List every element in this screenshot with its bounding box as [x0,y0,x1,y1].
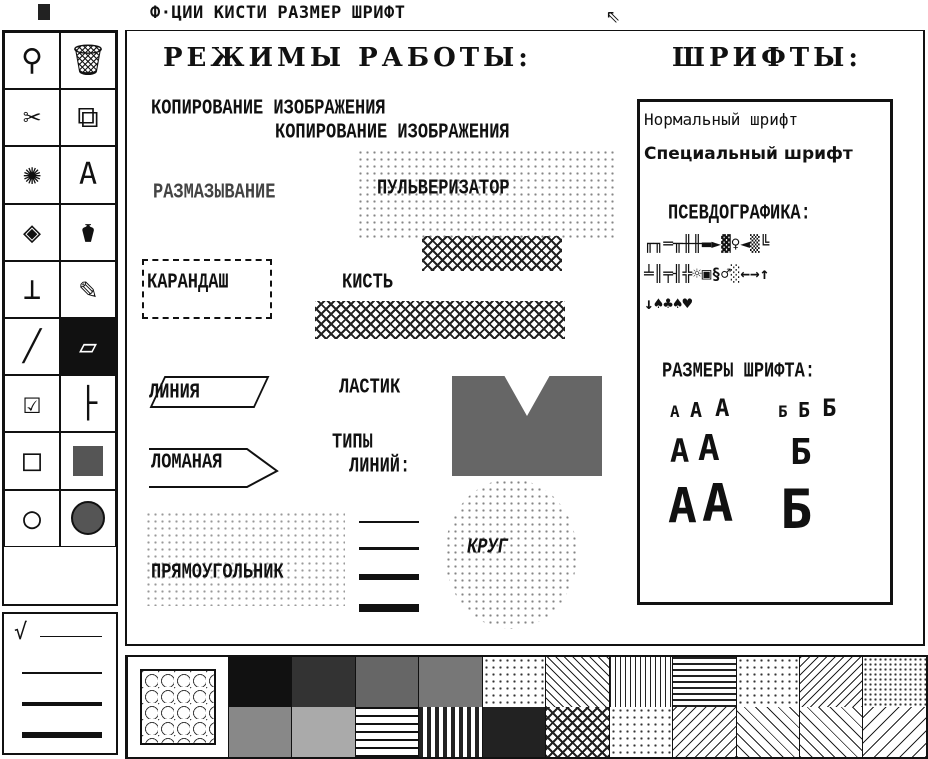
menu-bar: Ф·ЦИИ КИСТИ РАЗМЕР ШРИФТ ⇖ [0,0,928,28]
pencil-sample [142,259,272,319]
polyline-text: ЛОМАНАЯ [151,451,223,475]
polygon-icon[interactable]: ☑ [4,375,60,433]
pattern-column[interactable] [799,657,863,757]
line-width-2[interactable] [22,672,102,674]
pseudographics-row-2: ╧║╤╢╬☼▣§♂░←→↑ [644,264,770,283]
special-font-sample: Специальный шрифт [644,144,853,164]
text-tool-icon[interactable]: A [60,146,116,204]
menu-brushes[interactable]: КИСТИ [213,3,268,23]
pattern-column[interactable] [481,657,546,757]
menu-font[interactable]: ШРИФТ [351,3,406,23]
pattern-column[interactable] [227,657,292,757]
size-a-xl-1: А [670,432,690,470]
smudge-text: РАЗМАЗЫВАНИЕ [153,181,276,205]
size-b-medium: Б [798,398,811,422]
menu-size[interactable]: РАЗМЕР [277,3,342,23]
polyline-sample [149,448,279,488]
line-type-3 [359,574,419,580]
stamp-icon[interactable]: ⊥ [4,260,60,318]
size-a-large: А [715,394,730,422]
spray-icon[interactable]: ✺ [4,146,60,204]
drawing-canvas[interactable]: РЕЖИМЫ РАБОТЫ: ШРИФТЫ: КОПИРОВАНИЕ ИЗОБР… [125,30,925,646]
filled-circle-icon[interactable] [60,489,116,547]
size-b-small: Б [778,402,788,421]
fonts-title: ШРИФТЫ: [672,43,862,73]
rectangle-sample [145,511,345,606]
size-b-xxl: Б [780,478,813,541]
brush-text: КИСТЬ [342,271,394,295]
tool-palette: ⚲ 🗑 ✂ ⧉ ✺ A ◈ ⚱ ⊥ ✎ ╱ ▱ ☑ ├ □ ○ [2,30,118,606]
spray-text: ПУЛЬВЕРИЗАТОР [377,177,510,201]
pattern-palette [125,655,928,759]
pattern-column[interactable] [862,657,926,757]
line-type-4 [359,604,419,612]
menu-functions[interactable]: Ф·ЦИИ [150,3,204,23]
spray-sample [357,149,617,239]
normal-font-sample: Нормальный шрифт [644,110,799,129]
pattern-column[interactable] [672,657,736,757]
eraser-text: ЛАСТИК [339,376,401,400]
pseudographics-title: ПСЕВДОГРАФИКА: [668,202,811,226]
size-a-medium: А [690,398,703,422]
rectangle-text: ПРЯМОУГОЛЬНИК [151,561,284,585]
menu: Ф·ЦИИ КИСТИ РАЗМЕР ШРИФТ [150,3,405,23]
pattern-column[interactable] [735,657,800,757]
size-a-xxl-2: А [702,474,734,534]
size-a-xxl-1: А [668,478,697,534]
rectangle-icon[interactable]: □ [4,432,60,490]
pseudographics-row-3: ↓♠♣♠♥ [644,294,693,313]
brush-sample-bottom [315,301,565,339]
paint-bucket-icon[interactable]: ⚱ [60,203,116,261]
line-text: ЛИНИЯ [149,381,201,405]
font-samples-box: Нормальный шрифт Специальный шрифт ПСЕВД… [637,99,893,605]
size-b-xl: Б [790,432,812,473]
pencil-text: КАРАНДАШ [147,271,229,295]
line-type-1 [359,521,419,523]
line-types-label-1: ТИПЫ [332,431,373,455]
pattern-current[interactable] [127,657,228,757]
system-menu-icon[interactable] [38,4,50,20]
trash-icon[interactable]: 🗑 [60,32,116,90]
line-width-4[interactable] [22,732,102,738]
brush-sample-top [422,236,562,271]
copy-text-1: КОПИРОВАНИЕ ИЗОБРАЖЕНИЯ [151,97,386,121]
size-b-large: Б [822,394,837,422]
line-types-label-2: ЛИНИЙ: [349,455,411,479]
pointer-cursor-icon: ⇖ [606,0,621,28]
scissors-icon[interactable]: ✂ [4,89,60,147]
line-type-2 [359,547,419,550]
copy-text-2: КОПИРОВАНИЕ ИЗОБРАЖЕНИЯ [275,121,510,145]
pattern-column[interactable] [608,657,673,757]
fill-icon[interactable]: ◈ [4,203,60,261]
line-icon[interactable]: ╱ [4,318,60,376]
circle-icon[interactable]: ○ [4,489,60,547]
size-a-small: А [670,402,680,421]
pencil-icon[interactable]: ✎ [60,260,116,318]
eraser-sample [452,376,602,476]
line-width-1[interactable] [40,636,102,637]
font-sizes-title: РАЗМЕРЫ ШРИФТА: [662,360,816,384]
size-a-xl-2: А [698,428,720,469]
eraser-icon[interactable]: ▱ [60,318,116,376]
line-width-palette: √ [2,612,118,755]
line-width-3[interactable] [22,702,102,706]
vertical-line-icon[interactable]: ├ [60,375,116,433]
circle-sample [445,479,577,629]
pseudographics-row-1: ╓╖═╥╫╫▬►▓♀◄▒╚ [644,234,770,253]
copy-icon[interactable]: ⧉ [60,89,116,147]
pattern-column[interactable] [418,657,482,757]
pattern-column[interactable] [354,657,419,757]
check-icon: √ [14,620,28,645]
filled-rectangle-icon[interactable] [60,432,116,490]
pattern-column[interactable] [545,657,609,757]
magnifier-icon[interactable]: ⚲ [4,32,60,90]
pattern-column[interactable] [291,657,355,757]
circle-text: КРУГ [467,536,508,560]
modes-title: РЕЖИМЫ РАБОТЫ: [163,43,532,73]
